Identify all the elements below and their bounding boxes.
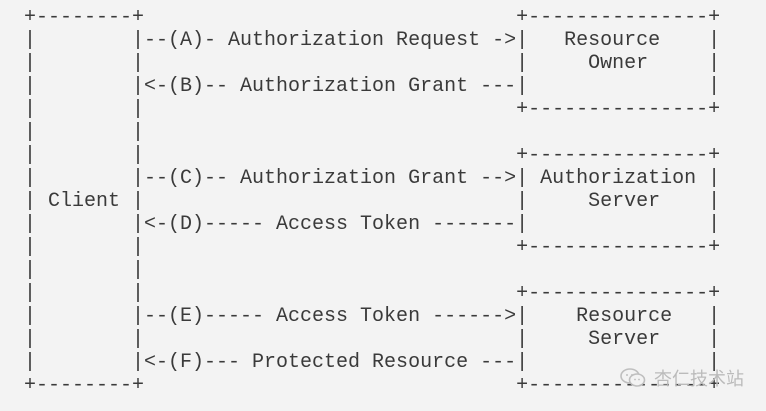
watermark: 杏仁技术站 [620, 365, 744, 391]
diagram-line: | | [24, 121, 145, 144]
diagram-line: | | +---------------+ [24, 98, 721, 121]
diagram-line: | |<-(D)----- Access Token -------| | [24, 213, 721, 236]
wechat-icon [620, 367, 646, 389]
oauth-flow-diagram: +--------+ +---------------+| |--(A)- Au… [24, 6, 754, 397]
diagram-line: | | [24, 259, 145, 282]
diagram-line: | | +---------------+ [24, 144, 721, 167]
diagram-line: | |--(C)-- Authorization Grant -->| Auth… [24, 167, 721, 190]
diagram-line: | |--(E)----- Access Token ------>| Reso… [24, 305, 721, 328]
diagram-line: | | +---------------+ [24, 236, 721, 259]
diagram-line: | | | Server | [24, 328, 721, 351]
watermark-text: 杏仁技术站 [654, 369, 744, 390]
diagram-line: | |--(A)- Authorization Request ->| Reso… [24, 29, 721, 52]
diagram-line: +--------+ +---------------+ [24, 374, 721, 397]
diagram-line: | | | Owner | [24, 52, 721, 75]
diagram-line: | |<-(F)--- Protected Resource ---| | [24, 351, 721, 374]
diagram-line: +--------+ +---------------+ [24, 6, 721, 29]
diagram-line: | |<-(B)-- Authorization Grant ---| | [24, 75, 721, 98]
diagram-line: | Client | | Server | [24, 190, 721, 213]
diagram-line: | | +---------------+ [24, 282, 721, 305]
